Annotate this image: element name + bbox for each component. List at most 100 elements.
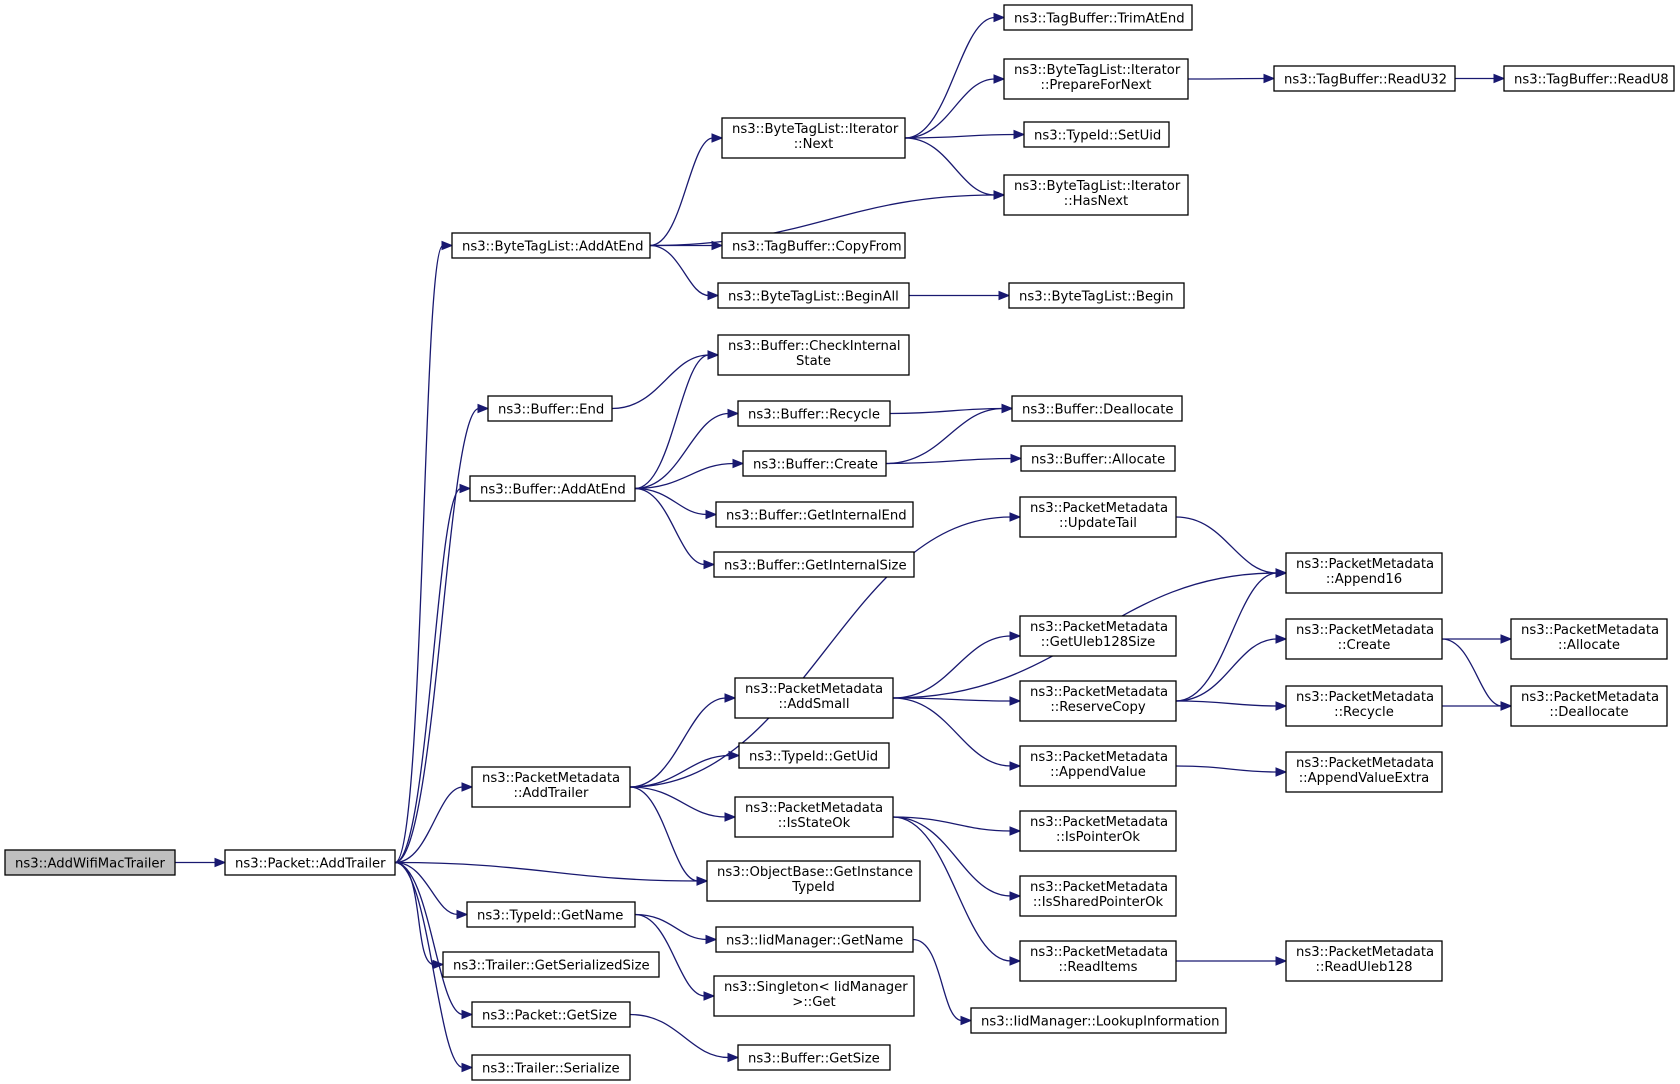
node-box — [1285, 618, 1443, 660]
node-btlipfn[interactable]: ns3::ByteTagList::Iterator::PrepareForNe… — [1003, 58, 1189, 100]
edge-bcre-to-ball — [885, 453, 1023, 465]
node-bgs[interactable]: ns3::Buffer::GetSize — [737, 1044, 891, 1071]
node-pmiso[interactable]: ns3::PacketMetadata::IsStateOk — [734, 796, 894, 838]
edge-pmut-to-pma16 — [1175, 516, 1288, 578]
node-bgie[interactable]: ns3::Buffer::GetInternalEnd — [715, 501, 914, 528]
arrowhead — [1009, 631, 1022, 641]
arrowhead — [1500, 701, 1513, 711]
node-pmat[interactable]: ns3::PacketMetadata::AddTrailer — [471, 766, 631, 808]
arrowhead — [1275, 701, 1288, 711]
node-btlae[interactable]: ns3::ByteTagList::AddAtEnd — [451, 232, 651, 259]
node-bend[interactable]: ns3::Buffer::End — [487, 395, 613, 422]
edge-btlin-to-btlipfn — [904, 74, 1006, 139]
node-tgu[interactable]: ns3::TypeId::GetUid — [738, 742, 890, 769]
node-awmt[interactable]: ns3::AddWifiMacTrailer — [4, 849, 176, 876]
node-label-line: ns3::Buffer::AddAtEnd — [480, 483, 626, 498]
node-tgn[interactable]: ns3::TypeId::GetName — [466, 901, 636, 928]
node-pmipo[interactable]: ns3::PacketMetadata::IsPointerOk — [1019, 810, 1177, 852]
edge-bae-to-bgie — [634, 487, 718, 520]
arrowhead — [705, 934, 718, 945]
node-box — [1285, 552, 1443, 594]
node-bae[interactable]: ns3::Buffer::AddAtEnd — [469, 475, 636, 502]
node-box — [442, 951, 660, 978]
node-box — [469, 475, 636, 502]
node-label-line: ns3::TagBuffer::ReadU32 — [1284, 73, 1447, 88]
node-imli[interactable]: ns3::IidManager::LookupInformation — [970, 1007, 1227, 1034]
node-pmispo[interactable]: ns3::PacketMetadata::IsSharedPointerOk — [1019, 875, 1177, 917]
node-bgis[interactable]: ns3::Buffer::GetInternalSize — [713, 551, 915, 578]
edge-pmri-to-pmru — [1176, 956, 1288, 966]
node-pmut[interactable]: ns3::PacketMetadata::UpdateTail — [1019, 496, 1177, 538]
node-pmru[interactable]: ns3::PacketMetadata::ReadUleb128 — [1285, 940, 1443, 982]
node-label-line: ns3::ObjectBase::GetInstance — [717, 865, 913, 880]
edge-tgn-to-sig — [634, 913, 716, 1001]
edge-btlba-to-btlb — [909, 290, 1011, 301]
node-sig[interactable]: ns3::Singleton< IidManager>::Get — [713, 975, 915, 1017]
node-label-line: ns3::PacketMetadata — [1521, 623, 1659, 638]
node-box — [224, 849, 396, 876]
node-box — [1003, 174, 1189, 216]
node-tbru32[interactable]: ns3::TagBuffer::ReadU32 — [1273, 65, 1456, 92]
node-box — [734, 796, 894, 838]
node-brec[interactable]: ns3::Buffer::Recycle — [737, 400, 891, 427]
node-btlba[interactable]: ns3::ByteTagList::BeginAll — [717, 282, 910, 309]
edge-pmat-to-tgu — [629, 750, 741, 788]
node-pgs[interactable]: ns3::Packet::GetSize — [471, 1001, 631, 1028]
node-pat[interactable]: ns3::Packet::AddTrailer — [224, 849, 396, 876]
node-pma16[interactable]: ns3::PacketMetadata::Append16 — [1285, 552, 1443, 594]
arrowhead — [1009, 696, 1022, 706]
node-imgn[interactable]: ns3::IidManager::GetName — [715, 926, 914, 953]
node-label-line: ns3::ByteTagList::AddAtEnd — [462, 240, 643, 255]
node-tsu[interactable]: ns3::TypeId::SetUid — [1023, 121, 1170, 148]
arrowhead — [214, 857, 227, 868]
node-label-line: ns3::IidManager::GetName — [726, 934, 903, 949]
arrowhead — [727, 408, 740, 419]
node-label-line: ns3::PacketMetadata — [1030, 620, 1168, 635]
node-box — [715, 926, 914, 953]
node-pmrecy[interactable]: ns3::PacketMetadata::Recycle — [1285, 685, 1443, 727]
node-label-line: ::Create — [1338, 638, 1391, 653]
node-pmri[interactable]: ns3::PacketMetadata::ReadItems — [1019, 940, 1177, 982]
node-tbcf[interactable]: ns3::TagBuffer::CopyFrom — [721, 232, 906, 259]
node-btlb[interactable]: ns3::ByteTagList::Begin — [1008, 282, 1185, 309]
node-ball[interactable]: ns3::Buffer::Allocate — [1020, 445, 1176, 472]
node-label-line: ::IsSharedPointerOk — [1033, 895, 1164, 910]
arrowhead — [711, 133, 724, 143]
node-bdea[interactable]: ns3::Buffer::Deallocate — [1011, 395, 1183, 422]
edge-pmcr-to-pmdea — [1441, 638, 1513, 711]
node-btlihn[interactable]: ns3::ByteTagList::Iterator::HasNext — [1003, 174, 1189, 216]
node-label-line: ns3::Buffer::GetInternalEnd — [726, 509, 907, 524]
node-tser[interactable]: ns3::Trailer::Serialize — [471, 1054, 631, 1081]
node-box — [1510, 685, 1668, 727]
node-pmas[interactable]: ns3::PacketMetadata::AddSmall — [734, 677, 894, 719]
node-bcre[interactable]: ns3::Buffer::Create — [742, 450, 887, 477]
node-label-line: ns3::PacketMetadata — [1030, 815, 1168, 830]
node-pmdea[interactable]: ns3::PacketMetadata::Deallocate — [1510, 685, 1668, 727]
node-label-line: ::ReadUleb128 — [1316, 960, 1413, 975]
node-label-line: ::AddTrailer — [514, 786, 589, 801]
node-box — [1019, 745, 1177, 787]
node-label-line: ns3::PacketMetadata — [1296, 756, 1434, 771]
node-pmave[interactable]: ns3::PacketMetadata::AppendValueExtra — [1285, 751, 1443, 793]
arrowhead — [705, 509, 718, 520]
arrowhead — [1275, 956, 1288, 966]
arrowhead — [993, 190, 1006, 200]
node-label-line: ns3::Buffer::Recycle — [748, 408, 880, 423]
node-pmrc[interactable]: ns3::PacketMetadata::ReserveCopy — [1019, 680, 1177, 722]
node-label-line: ns3::PacketMetadata — [1030, 685, 1168, 700]
node-box — [1019, 875, 1177, 917]
node-pmav[interactable]: ns3::PacketMetadata::AppendValue — [1019, 745, 1177, 787]
node-tbru8[interactable]: ns3::TagBuffer::ReadU8 — [1503, 65, 1675, 92]
node-btlin[interactable]: ns3::ByteTagList::Iterator::Next — [721, 117, 906, 159]
node-tgss[interactable]: ns3::Trailer::GetSerializedSize — [442, 951, 660, 978]
node-label-line: ns3::ByteTagList::Begin — [1019, 290, 1173, 305]
node-pmall[interactable]: ns3::PacketMetadata::Allocate — [1510, 618, 1668, 660]
node-box — [721, 117, 906, 159]
node-tbtae[interactable]: ns3::TagBuffer::TrimAtEnd — [1003, 4, 1193, 31]
node-label-line: ns3::ByteTagList::Iterator — [1014, 179, 1181, 194]
arrowhead — [728, 750, 741, 761]
node-pmcr[interactable]: ns3::PacketMetadata::Create — [1285, 618, 1443, 660]
node-pmgu[interactable]: ns3::PacketMetadata::GetUleb128Size — [1019, 615, 1177, 657]
